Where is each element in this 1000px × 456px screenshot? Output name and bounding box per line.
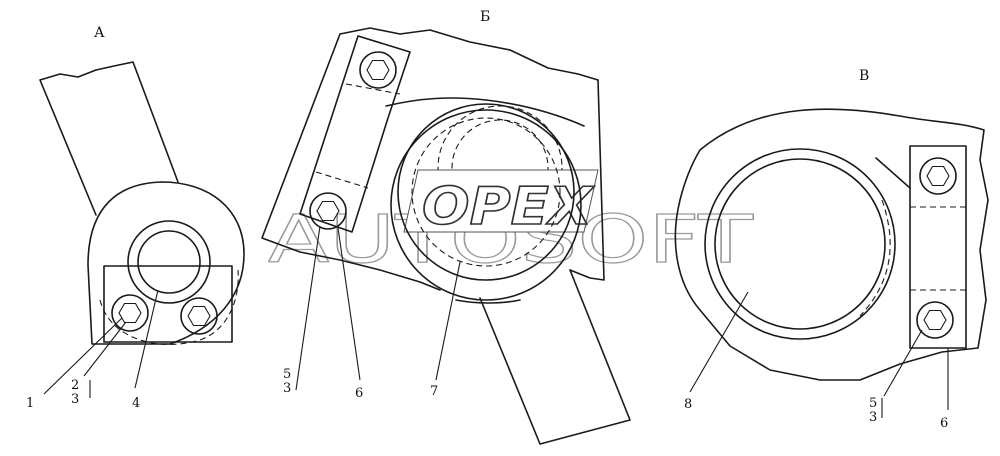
- shaft-outer-b: [390, 109, 582, 301]
- clamp-strap-v: [909, 145, 967, 349]
- callout-6-v: 6: [940, 416, 948, 431]
- arm-a: [39, 61, 179, 216]
- bolt-a-right: [180, 297, 218, 335]
- callout-7: 7: [430, 384, 438, 399]
- watermark-logo-text: OPEX: [422, 177, 595, 237]
- housing-b: [261, 27, 605, 291]
- bore-outer-v: [704, 148, 896, 340]
- callout-3-v: 3: [869, 410, 877, 425]
- view-a: А 1 2 3 4: [26, 25, 245, 411]
- callout-6-b: 6: [355, 386, 363, 401]
- view-v-title: В: [859, 68, 869, 84]
- view-v: В 8 5 3 6: [674, 68, 989, 431]
- view-a-title: А: [94, 25, 105, 41]
- bore-inner-v: [714, 158, 886, 330]
- callout-8: 8: [684, 397, 692, 412]
- bolt-v-top: [919, 157, 957, 195]
- callout-5-v: 5: [869, 396, 877, 411]
- eye-body-a: [87, 181, 245, 345]
- bolt-v-bottom: [916, 301, 954, 339]
- bushing-outer-a: [127, 220, 211, 304]
- housing-v: [674, 108, 989, 381]
- bolt-a-left: [111, 294, 149, 332]
- clamp-plate-a: [103, 265, 233, 343]
- bushing-inner-a: [137, 230, 201, 294]
- shaft-inner-b: [397, 103, 575, 281]
- bolt-b-bottom: [309, 192, 347, 230]
- view-b-title: Б: [480, 9, 490, 25]
- callout-2: 2: [71, 378, 79, 393]
- view-b: Б 5 3 6 7: [261, 9, 631, 445]
- callout-3: 3: [71, 392, 79, 407]
- callout-5-b: 5: [283, 367, 291, 382]
- bolt-b-top: [359, 51, 397, 89]
- callout-1: 1: [26, 396, 34, 411]
- clamp-strap-b: [299, 35, 411, 233]
- callout-4: 4: [132, 396, 140, 411]
- arm-b: [479, 269, 631, 445]
- callout-3-b: 3: [283, 381, 291, 396]
- watermark-logo: OPEX: [403, 169, 599, 238]
- watermark: AUTOSOFT OPEX: [267, 105, 755, 279]
